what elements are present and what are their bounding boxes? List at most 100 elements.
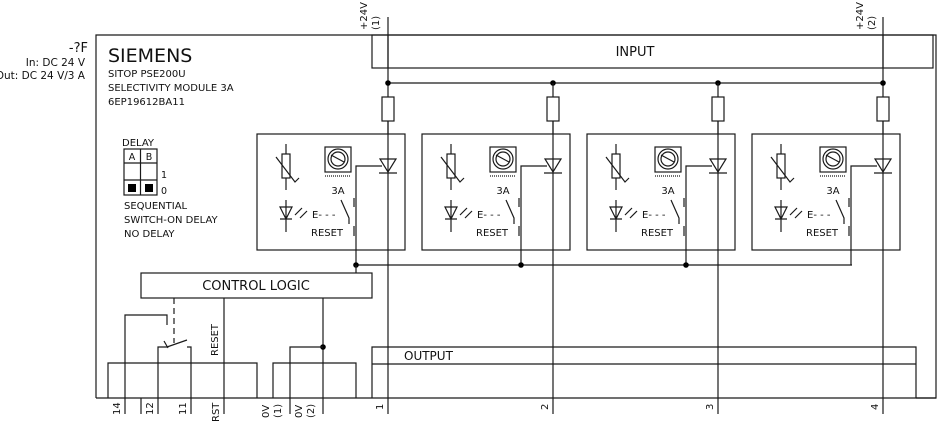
supply-terminal-1: +24V (1) bbox=[359, 2, 382, 30]
terminal-0v1-a: 0V bbox=[261, 405, 272, 418]
terminal-out-4: 4 bbox=[870, 404, 881, 410]
reset-switch-icon bbox=[340, 199, 350, 224]
thermistor-icon bbox=[281, 153, 291, 179]
diode-icon bbox=[378, 158, 398, 174]
terminal-0v2-a: 0V bbox=[294, 405, 305, 418]
ground-wire-0v2 bbox=[289, 346, 323, 398]
thermistor-slash bbox=[440, 156, 465, 183]
current-dial-icon[interactable] bbox=[489, 146, 517, 173]
delay-row-0: 0 bbox=[161, 186, 167, 197]
current-dial-icon[interactable] bbox=[819, 146, 847, 173]
led-light-rays bbox=[294, 207, 308, 219]
channel-signal-wire bbox=[355, 165, 382, 265]
terminal-0v1-b: (1) bbox=[273, 404, 284, 418]
relay-contact-icon bbox=[157, 339, 192, 398]
dip-switch-a[interactable] bbox=[128, 184, 136, 192]
terminal-0v2-b: (2) bbox=[306, 404, 317, 418]
dip-switch-b[interactable] bbox=[145, 184, 153, 192]
dial-face bbox=[825, 151, 841, 167]
fuse-icon bbox=[546, 96, 560, 122]
dial-pointer bbox=[825, 154, 840, 163]
input-rating: In: DC 24 V bbox=[26, 57, 86, 69]
led-icon bbox=[279, 200, 293, 232]
thermistor-slash bbox=[275, 156, 300, 183]
reset-input-label: RESET bbox=[210, 323, 221, 356]
channel-signal-wire bbox=[685, 165, 712, 265]
channel-e-label: E- - - bbox=[477, 210, 501, 221]
supply-2-index: (2) bbox=[867, 16, 878, 30]
thermistor-slash bbox=[605, 156, 630, 183]
diode-icon bbox=[708, 158, 728, 174]
dial-face bbox=[660, 151, 676, 167]
terminal-11: 11 bbox=[178, 402, 189, 415]
product-name: SITOP PSE200U bbox=[108, 69, 186, 80]
channel-current-label: 3A bbox=[496, 186, 509, 197]
supply-2-voltage: +24V bbox=[855, 2, 866, 30]
led-icon bbox=[444, 200, 458, 232]
thermistor-icon bbox=[611, 153, 621, 179]
reset-switch-icon bbox=[670, 199, 680, 224]
order-number: 6EP19612BA11 bbox=[108, 97, 185, 108]
delay-row-1: 1 bbox=[161, 170, 167, 181]
reset-switch-icon bbox=[505, 199, 515, 224]
junction-dot bbox=[385, 80, 391, 86]
led-light-rays bbox=[624, 207, 638, 219]
led-light-rays bbox=[459, 207, 473, 219]
dial-pointer bbox=[660, 154, 675, 163]
relay-contact-mark bbox=[163, 340, 169, 349]
channel-reset-label[interactable]: RESET bbox=[476, 228, 509, 239]
control-logic-label: CONTROL LOGIC bbox=[202, 279, 310, 294]
channel-e-label: E- - - bbox=[642, 210, 666, 221]
supply-1-voltage: +24V bbox=[359, 2, 370, 30]
channel-signal-wire bbox=[850, 165, 877, 265]
channel-module-2: 3A E- - - RESET bbox=[421, 121, 571, 265]
output-label: OUTPUT bbox=[404, 349, 454, 363]
channel-module-3: 3A E- - - RESET bbox=[586, 121, 736, 265]
diode-icon bbox=[543, 158, 563, 174]
led-light-rays bbox=[789, 207, 803, 219]
junction-dot bbox=[518, 262, 524, 268]
terminal-rst: RST bbox=[211, 402, 222, 422]
channel-module-1: 3A E- - - RESET bbox=[256, 121, 406, 265]
terminal-14: 14 bbox=[112, 402, 123, 415]
channel-e-label: E- - - bbox=[312, 210, 336, 221]
delay-title: DELAY bbox=[122, 138, 155, 149]
input-bar bbox=[371, 34, 934, 69]
channel-module-4: 3A E- - - RESET bbox=[751, 121, 901, 265]
dial-face bbox=[495, 151, 511, 167]
product-description: SELECTIVITY MODULE 3A bbox=[108, 83, 234, 94]
output-rating: Out: DC 24 V/3 A bbox=[0, 70, 86, 82]
junction-dot bbox=[880, 80, 886, 86]
led-icon bbox=[609, 200, 623, 232]
dial-face bbox=[330, 151, 346, 167]
delay-note: SWITCH-ON DELAY bbox=[124, 215, 219, 226]
reset-switch-icon bbox=[835, 199, 845, 224]
dial-ring bbox=[822, 148, 844, 170]
relay-wire-12 bbox=[124, 314, 168, 398]
input-label: INPUT bbox=[616, 45, 655, 60]
terminal-12: 12 bbox=[145, 402, 156, 415]
thermistor-icon bbox=[446, 153, 456, 179]
fuse-icon bbox=[381, 96, 395, 122]
current-dial-icon[interactable] bbox=[654, 146, 682, 173]
device-tag: -?F bbox=[69, 41, 88, 56]
current-dial-icon[interactable] bbox=[324, 146, 352, 173]
channel-e-label: E- - - bbox=[807, 210, 831, 221]
delay-col-b: B bbox=[146, 152, 153, 163]
channel-reset-label[interactable]: RESET bbox=[806, 228, 839, 239]
channel-reset-label[interactable]: RESET bbox=[641, 228, 674, 239]
brand-label: SIEMENS bbox=[108, 45, 192, 67]
supply-1-index: (1) bbox=[371, 16, 382, 30]
delay-col-a: A bbox=[129, 152, 136, 163]
channel-reset-label[interactable]: RESET bbox=[311, 228, 344, 239]
thermistor-icon bbox=[776, 153, 786, 179]
channel-signal-wire bbox=[520, 165, 547, 265]
channel-current-label: 3A bbox=[331, 186, 344, 197]
control-logic-block bbox=[140, 272, 373, 299]
channel-current-label: 3A bbox=[826, 186, 839, 197]
dial-pointer bbox=[330, 154, 345, 163]
channel-current-label: 3A bbox=[661, 186, 674, 197]
terminal-block-left bbox=[107, 362, 258, 398]
